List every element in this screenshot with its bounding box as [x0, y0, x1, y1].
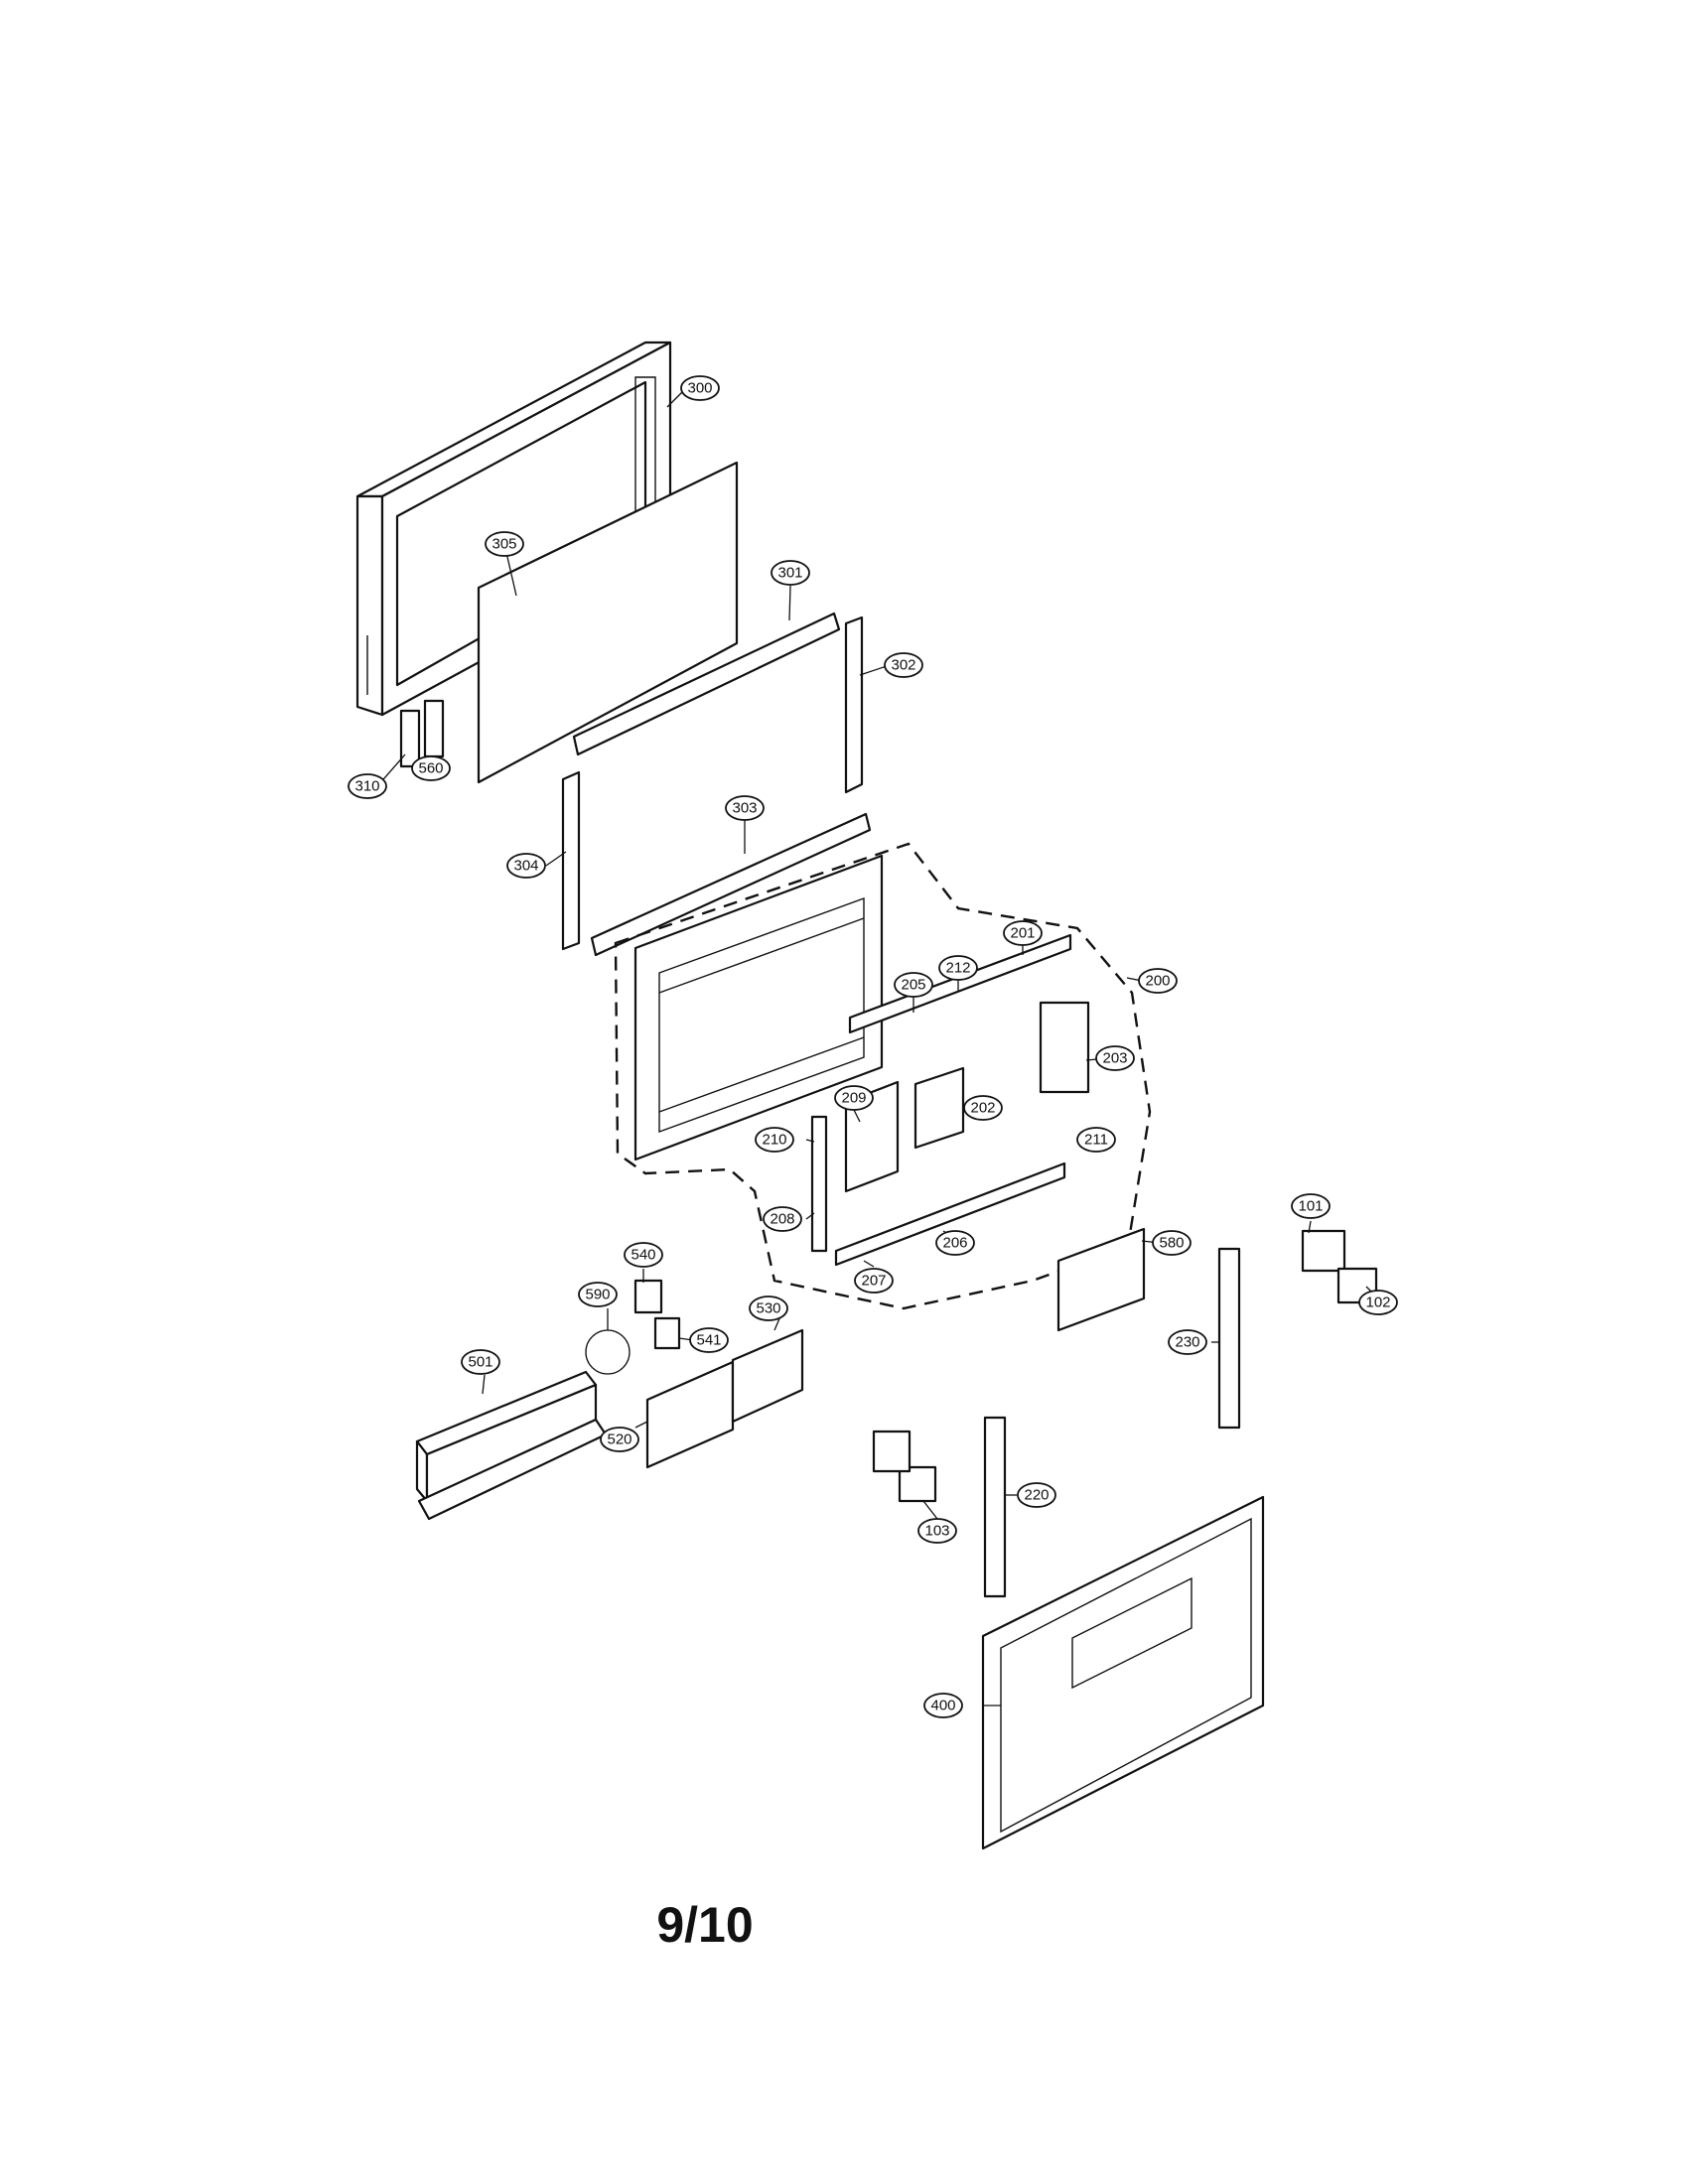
svg-text:101: 101: [1298, 1198, 1323, 1215]
callout-501: 501: [461, 1349, 500, 1375]
part-speaker-front: [872, 1430, 912, 1473]
part-580-cover: [1056, 1227, 1146, 1332]
svg-text:210: 210: [762, 1132, 786, 1149]
callout-220: 220: [1017, 1482, 1056, 1508]
svg-text:305: 305: [491, 536, 516, 553]
svg-text:203: 203: [1102, 1050, 1127, 1067]
part-530-board: [731, 1328, 804, 1424]
svg-text:205: 205: [901, 977, 925, 994]
callout-208: 208: [763, 1206, 802, 1232]
svg-text:206: 206: [942, 1235, 967, 1252]
svg-text:530: 530: [756, 1300, 780, 1317]
callout-203: 203: [1095, 1045, 1135, 1071]
svg-text:590: 590: [585, 1287, 610, 1303]
svg-text:207: 207: [861, 1273, 886, 1290]
callout-209: 209: [834, 1085, 874, 1111]
callout-101: 101: [1291, 1193, 1331, 1219]
svg-text:220: 220: [1024, 1487, 1049, 1504]
part-541: [653, 1316, 681, 1350]
part-230-bracket: [1217, 1247, 1241, 1430]
svg-text:300: 300: [687, 380, 712, 397]
callout-205: 205: [894, 972, 933, 998]
svg-text:208: 208: [770, 1211, 794, 1228]
callout-200: 200: [1138, 968, 1178, 994]
callout-210: 210: [755, 1127, 794, 1153]
svg-text:202: 202: [970, 1100, 995, 1117]
part-left-rail: [561, 770, 581, 951]
part-220-bracket: [983, 1416, 1007, 1598]
callout-211: 211: [1076, 1127, 1116, 1153]
part-bottom-rail: [590, 812, 872, 957]
part-590-detail: [585, 1329, 631, 1375]
svg-text:211: 211: [1084, 1132, 1108, 1149]
callout-310: 310: [348, 773, 387, 799]
part-connector-310: [399, 709, 421, 768]
part-103-speaker: [898, 1465, 937, 1503]
callout-230: 230: [1168, 1329, 1207, 1355]
callout-300: 300: [680, 375, 720, 401]
svg-text:301: 301: [777, 565, 802, 582]
part-203-board: [1039, 1001, 1090, 1094]
callout-305: 305: [485, 531, 524, 557]
callout-302: 302: [884, 652, 923, 678]
callout-560: 560: [411, 755, 451, 781]
callout-212: 212: [938, 955, 978, 981]
part-205-bar: [848, 933, 1072, 1034]
part-right-rail: [844, 615, 864, 794]
callout-520: 520: [600, 1427, 639, 1452]
part-210-208-bracket: [810, 1115, 828, 1253]
part-206-207-bar: [834, 1161, 1066, 1267]
svg-text:303: 303: [732, 800, 757, 817]
svg-text:302: 302: [891, 657, 915, 674]
svg-text:201: 201: [1010, 925, 1035, 942]
svg-text:541: 541: [696, 1332, 721, 1349]
callout-303: 303: [725, 795, 765, 821]
part-panel-frame: [633, 854, 884, 1161]
assembly-outline-200: [614, 842, 1152, 1310]
callout-400: 400: [923, 1693, 963, 1718]
svg-text:200: 200: [1145, 973, 1170, 990]
part-bottom-bezel: [415, 1370, 608, 1521]
svg-text:400: 400: [930, 1698, 955, 1714]
callout-207: 207: [854, 1268, 894, 1294]
part-top-rail: [572, 612, 841, 756]
svg-text:102: 102: [1365, 1295, 1390, 1311]
part-back-cover: [981, 1495, 1265, 1850]
callout-206: 206: [935, 1230, 975, 1256]
svg-text:580: 580: [1159, 1235, 1184, 1252]
part-connector-560: [423, 699, 445, 758]
callout-201: 201: [1003, 920, 1043, 946]
callout-202: 202: [963, 1095, 1003, 1121]
callout-541: 541: [689, 1327, 729, 1353]
page-number: 9/10: [656, 1897, 754, 1953]
svg-text:304: 304: [513, 858, 538, 875]
part-520-board: [645, 1360, 735, 1469]
callout-580: 580: [1152, 1230, 1192, 1256]
callout-304: 304: [506, 853, 546, 879]
svg-text:310: 310: [354, 778, 379, 795]
svg-text:103: 103: [924, 1523, 949, 1540]
callout-590: 590: [578, 1282, 618, 1307]
callout-301: 301: [771, 560, 810, 586]
svg-text:209: 209: [841, 1090, 866, 1107]
svg-text:560: 560: [418, 760, 443, 777]
callout-103: 103: [917, 1518, 957, 1544]
part-202-board: [913, 1066, 965, 1150]
callout-102: 102: [1358, 1290, 1398, 1315]
svg-text:501: 501: [468, 1354, 492, 1371]
part-101-speaker: [1301, 1229, 1346, 1273]
svg-text:520: 520: [607, 1432, 632, 1448]
callout-540: 540: [624, 1242, 663, 1268]
svg-text:212: 212: [945, 960, 970, 977]
callout-530: 530: [749, 1296, 788, 1321]
svg-text:540: 540: [631, 1247, 655, 1264]
part-front-frame: [355, 341, 672, 717]
part-screen-panel: [477, 461, 739, 784]
part-540: [633, 1279, 663, 1314]
svg-text:230: 230: [1175, 1334, 1199, 1351]
